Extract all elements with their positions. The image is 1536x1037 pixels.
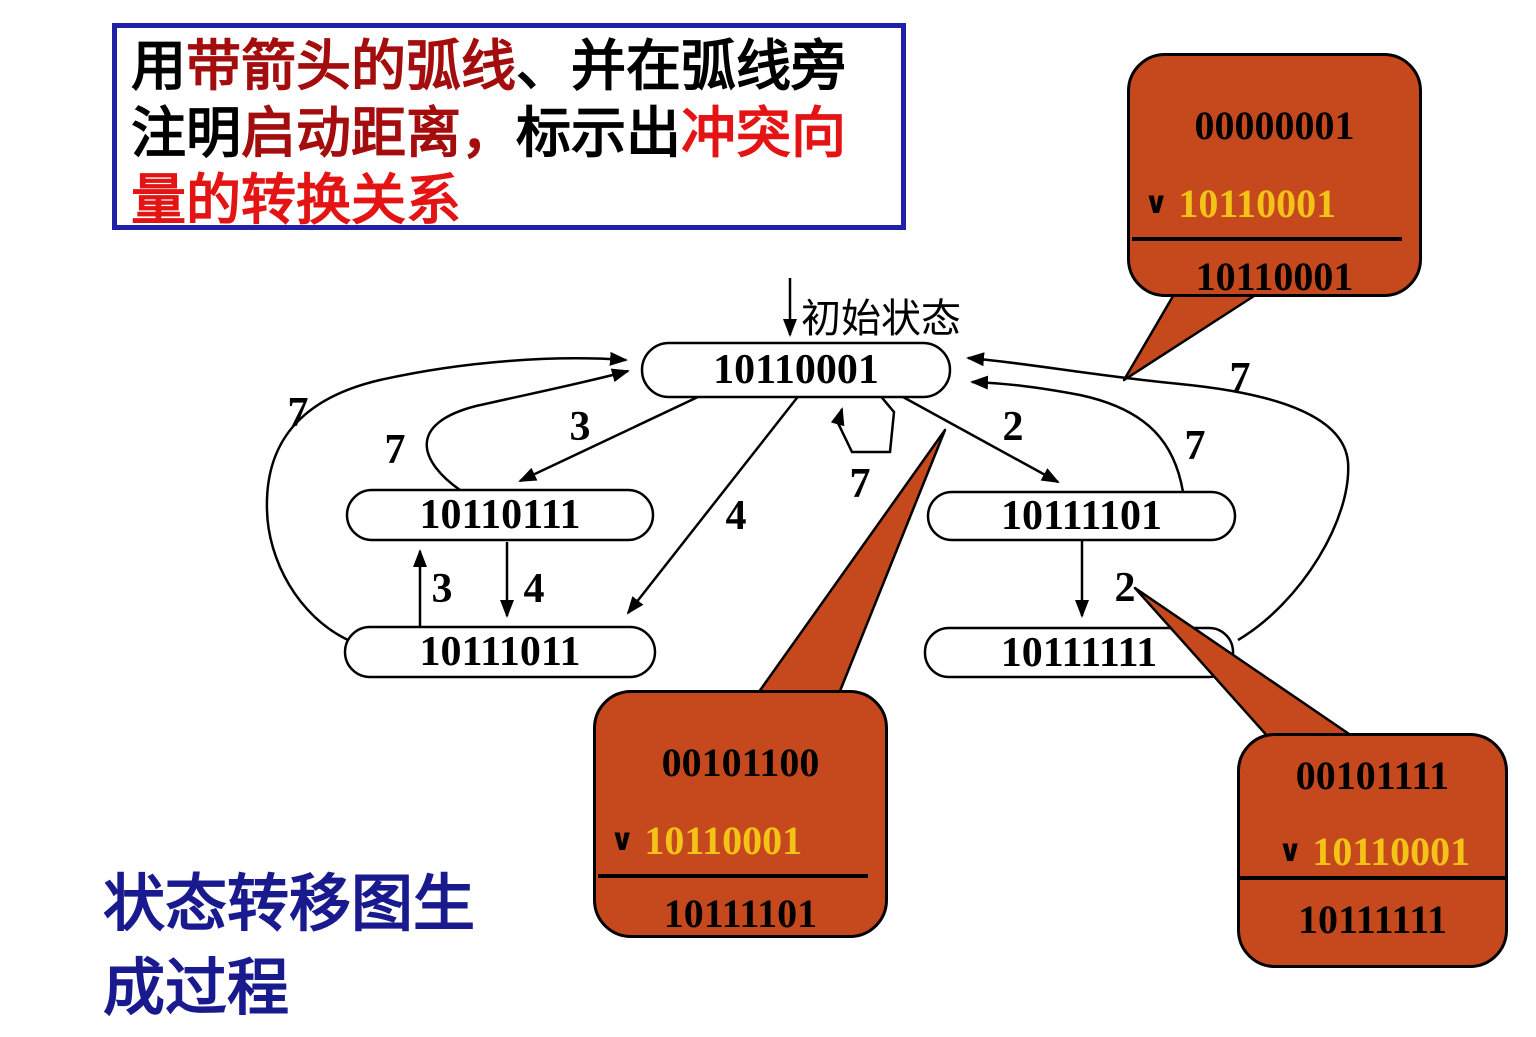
edge-label-rightmid-down: 2 (1114, 565, 1136, 611)
callout-or-row: ∨ 10110001 (1130, 180, 1419, 227)
callout-result: 10111101 (663, 891, 818, 936)
title-segment: 用 (131, 36, 187, 97)
callout-divider (1240, 876, 1505, 880)
footer-title: 状态转移图生 成过程 (103, 862, 475, 1030)
node-right-bottom: 10111111 (1000, 629, 1158, 676)
callout-operand-a: 00101100 (661, 740, 820, 785)
edge-label-start-rightmid: 2 (1002, 404, 1024, 450)
node-start: 10110001 (713, 347, 879, 393)
callout-divider (598, 874, 868, 878)
node-oval-left-mid (345, 488, 655, 542)
callout-operand-a: 00101111 (1295, 753, 1450, 798)
node-oval-right-mid (926, 490, 1237, 542)
edge-label-self-loop: 7 (849, 461, 871, 507)
edge-rightmid-to-start-curve (970, 375, 1185, 493)
edge-label-right-outer: 7 (1229, 355, 1251, 401)
node-oval-right-bottom (923, 626, 1235, 679)
edge-leftmid-to-start-curve (425, 368, 630, 492)
callout-bottom-right: 00101111 ∨ 10110001 10111111 (1237, 733, 1508, 968)
callout-divider (1132, 237, 1402, 241)
edge-label-left-outer: 7 (287, 390, 309, 436)
callout-result: 10110001 (1195, 254, 1354, 299)
title-segment: 注明 (131, 103, 242, 164)
callout-operand-b: 10110001 (644, 818, 803, 863)
node-oval-start (640, 341, 952, 399)
footer-line-2: 成过程 (103, 951, 290, 1024)
edge-label-start-leftmid: 3 (569, 404, 591, 450)
title-segment: 带箭头的弧线 (186, 36, 517, 97)
footer-line-1: 状态转移图生 (103, 867, 476, 940)
callout-result: 10111111 (1298, 897, 1447, 942)
or-operator-icon: ∨ (1144, 187, 1169, 220)
edge-start-to-rightmid (902, 395, 1060, 484)
callout-or-row: ∨ 10110001 (1240, 828, 1505, 875)
edge-leftbottom-to-start-curve (265, 351, 628, 642)
node-left-mid: 10110111 (419, 492, 581, 538)
title-segment: 量的转换关系 (131, 170, 462, 231)
node-right-mid: 10111101 (1000, 493, 1163, 539)
callout-operand-a: 00000001 (1194, 103, 1355, 148)
edge-start-to-leftbottom (626, 393, 801, 615)
title-box: 用带箭头的弧线、并在弧线旁注明启动距离，标示出冲突向量的转换关系 (112, 23, 906, 231)
callout-top-right: 00000001 ∨ 10110001 10110001 (1127, 53, 1422, 299)
edge-self-loop (830, 392, 896, 454)
initial-state-label: 初始状态 (801, 296, 961, 341)
edge-label-right-inner: 7 (1184, 423, 1206, 469)
title-segment: 、并在弧线旁 (516, 36, 847, 97)
node-oval-left-bottom (343, 625, 657, 679)
edge-label-left-inner: 7 (384, 427, 406, 473)
title-segment: 启动距离， (241, 103, 517, 164)
edge-label-leftbottom-up: 3 (431, 566, 453, 612)
edge-start-to-leftmid (518, 394, 701, 483)
title-segment: 标示出 (516, 103, 682, 164)
callout-operand-b: 10110001 (1178, 181, 1337, 226)
callout-bottom-middle: 00101100 ∨ 10110001 10111101 (593, 690, 888, 938)
or-operator-icon: ∨ (1278, 835, 1303, 868)
or-operator-icon: ∨ (610, 824, 635, 857)
edge-rightbottom-to-start-curve (966, 352, 1350, 642)
edge-label-leftmid-down: 4 (523, 566, 545, 612)
edge-label-start-leftbottom: 4 (725, 493, 747, 539)
node-left-bottom: 10111011 (419, 629, 581, 675)
callout-or-row: ∨ 10110001 (596, 817, 885, 864)
callout-operand-b: 10110001 (1312, 829, 1471, 874)
title-segment: 冲突向 (681, 103, 847, 164)
